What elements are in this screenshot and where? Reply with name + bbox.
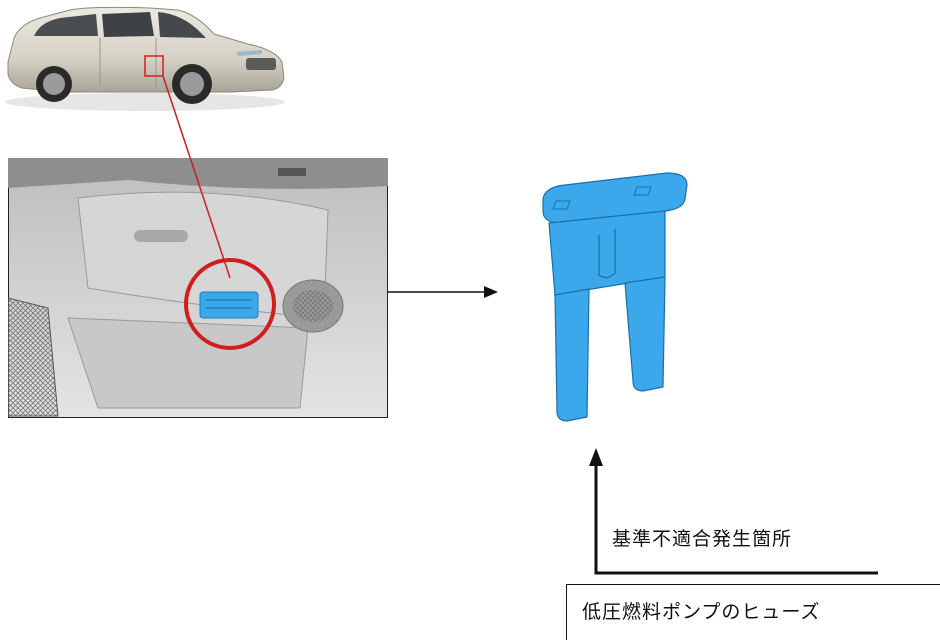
interior-image — [8, 158, 388, 418]
part-name-label: 低圧燃料ポンプのヒューズ — [582, 601, 821, 623]
arrow-head-right — [484, 286, 498, 298]
occurrence-pointer-line — [594, 462, 878, 575]
occurrence-label: 基準不適合発生箇所 — [612, 528, 793, 550]
part-name-box — [566, 584, 940, 640]
fuse-image — [542, 172, 688, 422]
arrow-head-up — [589, 448, 603, 466]
vehicle-image — [5, 6, 285, 111]
